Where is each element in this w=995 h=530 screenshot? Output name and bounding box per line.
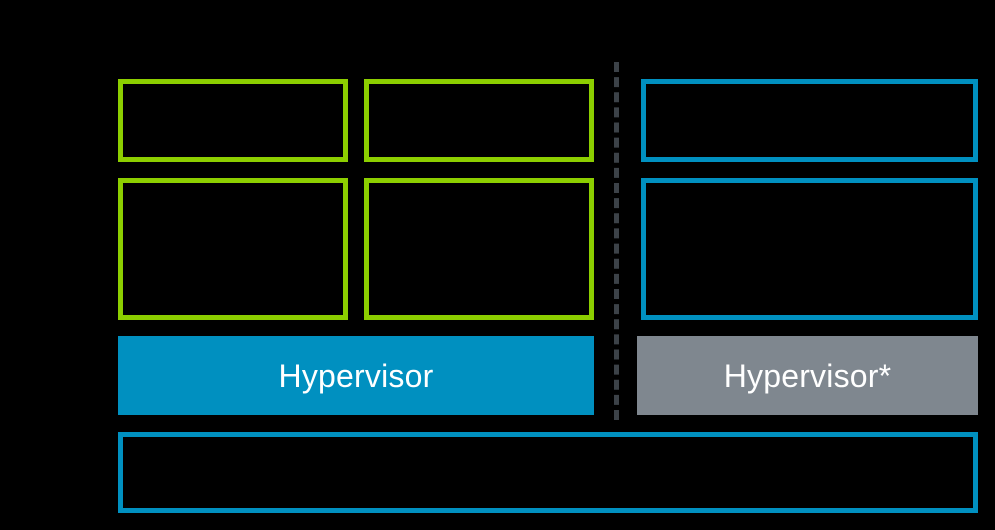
- left-hypervisor-bar[interactable]: Hypervisor: [118, 336, 594, 415]
- right-column-box-2[interactable]: [641, 178, 978, 320]
- column-divider: [614, 62, 619, 420]
- right-hypervisor-bar[interactable]: Hypervisor*: [637, 336, 978, 415]
- left-column-box-3[interactable]: [118, 178, 348, 320]
- right-hypervisor-label: Hypervisor*: [723, 357, 892, 394]
- left-hypervisor-label: Hypervisor: [278, 357, 434, 394]
- left-column-box-4[interactable]: [364, 178, 594, 320]
- left-column-box-2[interactable]: [364, 79, 594, 162]
- right-column-box-1[interactable]: [641, 79, 978, 162]
- left-column-box-1[interactable]: [118, 79, 348, 162]
- base-layer-bar[interactable]: [118, 432, 978, 513]
